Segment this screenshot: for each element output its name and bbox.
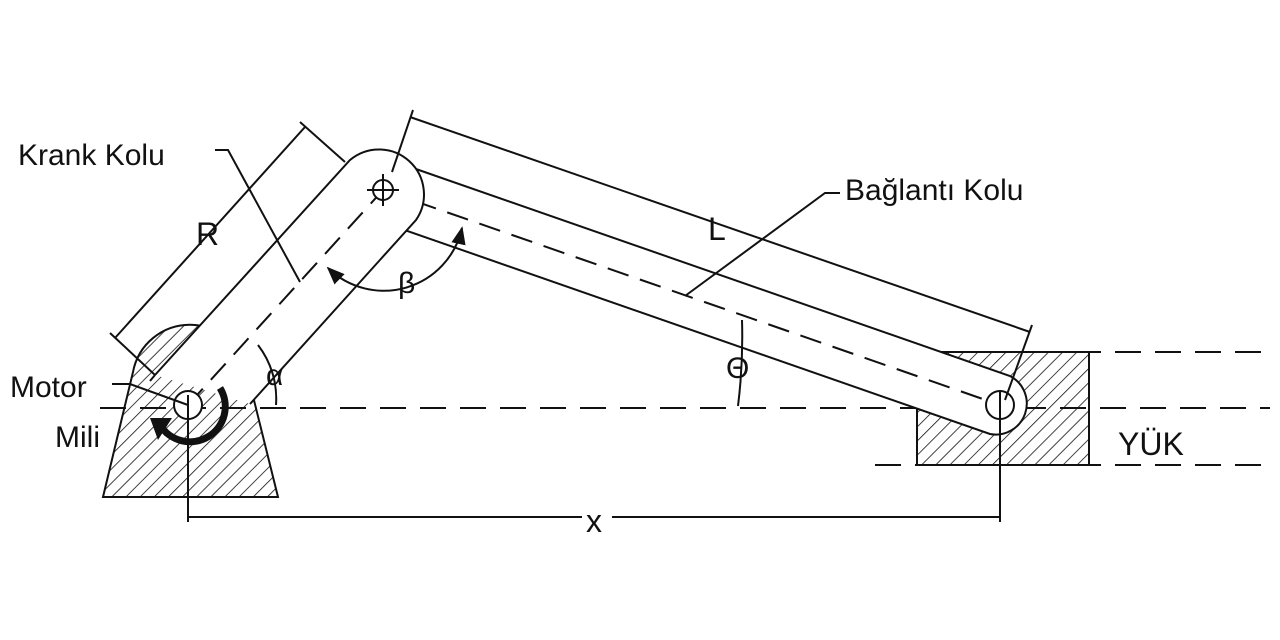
radius-label: R [196,216,219,252]
motor-label: Motor [10,371,87,404]
r-dimension-line [114,126,306,339]
load-label: YÜK [1118,426,1184,462]
beta-label: β [398,267,415,300]
crank-arm [154,148,425,405]
crank-arm-edge [149,374,156,382]
shaft-label: Mili [55,421,100,454]
l-extension [391,109,414,173]
rod-length-label: L [708,211,726,247]
r-extension [109,332,156,376]
theta-label: Θ [726,352,749,385]
l-dimension-line [409,116,1031,333]
theta-arc [737,319,744,407]
l-extension [1004,324,1033,401]
rod-leader [684,192,840,297]
motor-leader [112,383,189,406]
displacement-label: x [586,503,602,539]
rod-centerline [382,189,1001,406]
crank-centerline [187,189,384,406]
connecting-rod-label: Bağlantı Kolu [845,174,1023,207]
alpha-label: α [266,359,283,392]
beta-arc [326,226,466,292]
alpha-arc [257,344,278,406]
crank-leader [215,149,301,283]
rotation-arrowhead-icon [150,418,172,440]
rotation-arrow-icon [157,386,229,446]
crank-arm-label: Krank Kolu [18,139,165,172]
r-extension [299,121,346,163]
